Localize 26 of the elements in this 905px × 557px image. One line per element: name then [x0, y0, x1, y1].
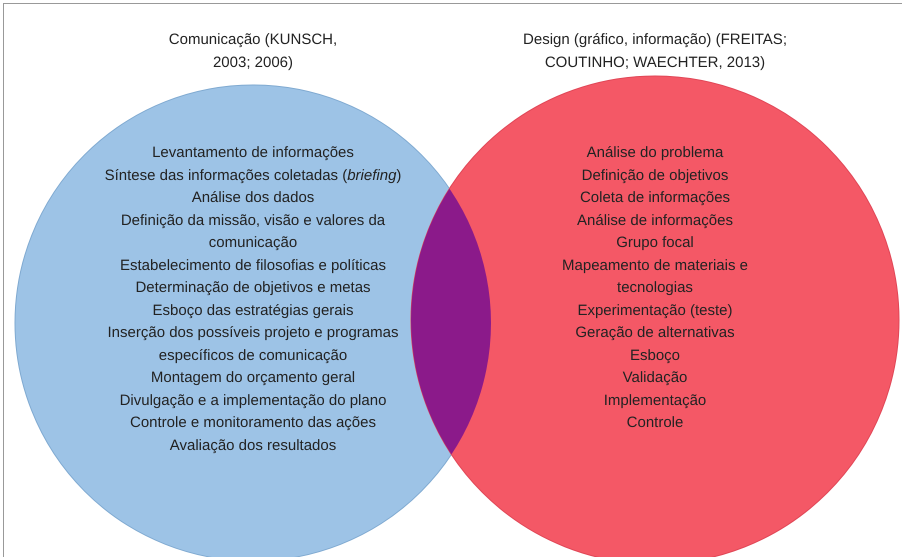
list-item: Montagem do orçamento geral [150, 368, 356, 388]
list-item: Avaliação dos resultados [168, 436, 338, 456]
list-item: Levantamento de informações [151, 143, 355, 163]
list-item: Esboço [628, 346, 682, 366]
list-item: Definição da missão, visão e valores da comunicação [120, 210, 386, 253]
list-item: Análise do problema [586, 143, 724, 163]
list-item: Validação [622, 368, 688, 388]
circle-heading: Design (gráfico, informação) (FREITAS; COUTINHO; WAECHTER, 2013) [522, 30, 788, 73]
list-item: Controle [626, 413, 684, 433]
list-item: Mapeamento de materiais e tecnologias [561, 256, 749, 298]
list-item: Análise dos dados [190, 188, 316, 208]
list-item: Estabelecimento de filosofias e políticas [119, 256, 387, 276]
list-item: Implementação [602, 390, 708, 410]
list-item: Inserção dos possíveis projeto e programas específicos de comunicação [106, 323, 400, 366]
list-item: Esboço das estratégias gerais [152, 300, 354, 320]
list-item: Geração de alternativas [574, 323, 736, 343]
circle-heading: Comunicação (KUNSCH, 2003; 2006) [168, 30, 338, 73]
list-item: Definição de objetivos [580, 166, 730, 186]
list-item: Análise de informações [576, 210, 734, 230]
list-item: Grupo focal [615, 233, 695, 253]
list-item: Síntese das informações coletadas (briefing) [104, 166, 402, 186]
list-item: Experimentação (teste) [576, 300, 734, 320]
list-item: Controle e monitoramento das ações [129, 413, 377, 433]
list-item: Determinação de objetivos e metas [134, 278, 372, 298]
list-item: Coleta de informações [578, 188, 732, 208]
list-item: Divulgação e a implementação do plano [118, 390, 388, 410]
